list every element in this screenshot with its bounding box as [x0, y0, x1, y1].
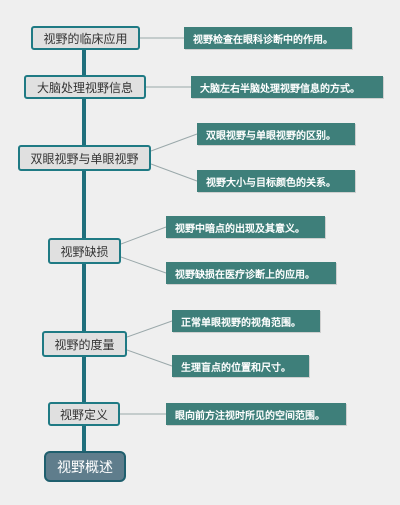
- leaf-node[interactable]: 大脑左右半脑处理视野信息的方式。: [191, 76, 383, 98]
- leaf-node[interactable]: 视野缺损在医疗诊断上的应用。: [166, 262, 336, 284]
- connector-line: [120, 226, 167, 245]
- leaf-node[interactable]: 视野大小与目标颜色的关系。: [197, 170, 355, 192]
- leaf-node[interactable]: 双眼视野与单眼视野的区别。: [197, 123, 355, 145]
- connector-line: [126, 320, 173, 338]
- connector-line: [150, 133, 198, 152]
- leaf-node[interactable]: 视野中暗点的出现及其意义。: [166, 216, 325, 238]
- connector-line: [150, 163, 198, 182]
- branch-node-clinical-application[interactable]: 视野的临床应用: [31, 26, 140, 50]
- branch-node-visual-field-measurement[interactable]: 视野的度量: [42, 331, 127, 357]
- branch-node-visual-field-definition[interactable]: 视野定义: [48, 402, 120, 426]
- leaf-node[interactable]: 视野检查在眼科诊断中的作用。: [184, 27, 352, 49]
- leaf-node[interactable]: 生理盲点的位置和尺寸。: [172, 355, 309, 377]
- connector-line: [120, 256, 167, 274]
- branch-node-brain-processing[interactable]: 大脑处理视野信息: [24, 75, 146, 99]
- branch-node-binocular-monocular[interactable]: 双眼视野与单眼视野: [18, 145, 151, 171]
- connector-line: [126, 349, 173, 367]
- leaf-node[interactable]: 正常单眼视野的视角范围。: [172, 310, 320, 332]
- branch-node-visual-field-defect[interactable]: 视野缺损: [48, 238, 121, 264]
- root-node-visual-field-overview[interactable]: 视野概述: [44, 451, 126, 482]
- leaf-node[interactable]: 眼向前方注视时所见的空间范围。: [166, 403, 346, 425]
